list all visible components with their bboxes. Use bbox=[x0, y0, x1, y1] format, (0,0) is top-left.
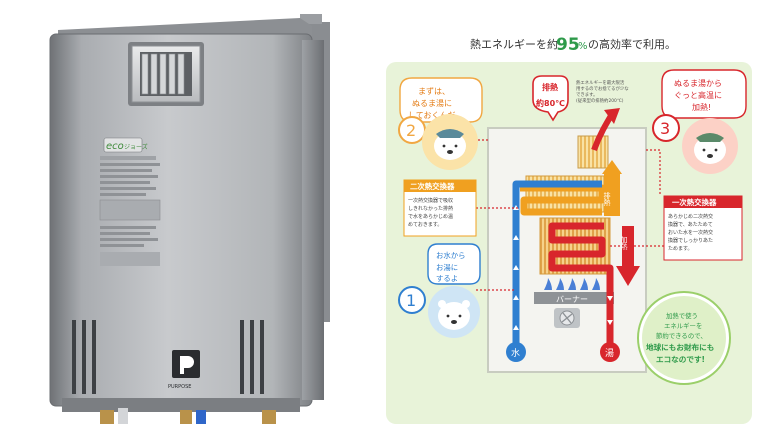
polar-bear-icon bbox=[438, 300, 470, 330]
exhaust-flow-arrow: 排熱 bbox=[602, 160, 622, 216]
polar-bear-icon bbox=[694, 133, 726, 164]
primary-hx-info: 一次熱交換器 あらかじめ二次熱交 換器で、あたためて おいた水を一次熱交 換器で… bbox=[663, 195, 743, 261]
headline: 熱エネルギーを約 95 % の高効率で利用。 bbox=[470, 35, 676, 55]
flame-icon bbox=[544, 278, 600, 290]
svg-text:おいた水を一次熱交: おいた水を一次熱交 bbox=[668, 229, 713, 236]
headline-value: 95 bbox=[556, 35, 580, 55]
svg-text:ためます。: ためます。 bbox=[668, 246, 693, 252]
svg-text:2: 2 bbox=[406, 121, 416, 140]
step-number-badge bbox=[398, 286, 426, 314]
svg-text:(従来型の排熱約200℃): (従来型の排熱約200℃) bbox=[576, 97, 624, 104]
headline-suffix: の高効率で利用。 bbox=[588, 37, 676, 51]
pipe-fittings bbox=[100, 408, 276, 424]
svg-text:eco: eco bbox=[106, 141, 124, 152]
fan-icon bbox=[554, 308, 580, 328]
svg-text:お水から: お水から bbox=[436, 251, 466, 260]
hot-water-outlet-badge bbox=[600, 342, 620, 362]
svg-text:お湯に: お湯に bbox=[436, 263, 458, 272]
svg-text:あらかじめ二次熱交: あらかじめ二次熱交 bbox=[668, 213, 713, 220]
svg-text:しておくんだ: しておくんだ bbox=[408, 111, 456, 120]
svg-text:加熱: 加熱 bbox=[620, 235, 628, 251]
svg-text:ぐっと高温に: ぐっと高温に bbox=[674, 90, 722, 100]
callout-connectors bbox=[470, 139, 664, 291]
svg-text:熱エネルギーを最大限活: 熱エネルギーを最大限活 bbox=[576, 79, 625, 86]
svg-text:で水をあらかじめ温: で水をあらかじめ温 bbox=[408, 213, 453, 220]
svg-text:PURPOSE: PURPOSE bbox=[168, 384, 191, 390]
exhaust-vent bbox=[128, 42, 204, 106]
svg-text:バーナー: バーナー bbox=[556, 295, 588, 304]
svg-text:しきれなかった排熱: しきれなかった排熱 bbox=[408, 205, 453, 212]
step-2: まずは、 ぬるま湯に しておくんだ 2 bbox=[398, 77, 483, 170]
eco-message: 加熱で使う エネルギーを 節約できるので、 地球にもお財布にも エコなのです! bbox=[637, 291, 731, 385]
secondary-hx-info: 二次熱交換器 一次熱交換器で吸収 しきれなかった排熱 で水をあらかじめ温 めてお… bbox=[403, 179, 477, 237]
svg-text:加熱で使う: 加熱で使う bbox=[666, 311, 698, 320]
svg-text:めておきます。: めておきます。 bbox=[408, 221, 442, 228]
eco-badge: eco ジョーズ bbox=[103, 137, 148, 153]
primary-heat-exchanger bbox=[539, 217, 611, 275]
svg-text:加熱!: 加熱! bbox=[692, 102, 711, 112]
svg-text:節約できるので、: 節約できるので、 bbox=[656, 331, 707, 340]
svg-text:換器でしっかりあた: 換器でしっかりあた bbox=[668, 237, 713, 244]
svg-text:水: 水 bbox=[511, 347, 520, 359]
exhaust-label: 排熱 bbox=[542, 82, 558, 92]
exhaust-callout: 排熱 約80℃ 熱エネルギーを最大限活 用するのでお捨てるが少な できます。 (… bbox=[532, 75, 629, 122]
bottom-vents bbox=[72, 320, 264, 394]
step-number-badge bbox=[652, 114, 680, 142]
svg-text:エネルギーを: エネルギーを bbox=[664, 322, 702, 330]
svg-text:3: 3 bbox=[660, 119, 670, 138]
svg-text:ぬるま湯から: ぬるま湯から bbox=[674, 78, 722, 88]
exhaust-outlet bbox=[577, 108, 620, 169]
hot-water-pipe: 湯 bbox=[600, 264, 620, 362]
product-unit: eco ジョーズ bbox=[49, 14, 330, 424]
svg-text:湯: 湯 bbox=[605, 348, 614, 359]
svg-text:地球にもお財布にも: 地球にもお財布にも bbox=[646, 342, 714, 352]
svg-text:するよ: するよ bbox=[436, 274, 458, 283]
svg-text:1: 1 bbox=[406, 291, 416, 310]
svg-text:換器で、あたためて: 換器で、あたためて bbox=[668, 221, 713, 228]
step-1: お水から お湯に するよ 1 bbox=[398, 243, 481, 338]
svg-text:まずは、: まずは、 bbox=[418, 86, 450, 96]
svg-text:ぬるま湯に: ぬるま湯に bbox=[412, 98, 452, 108]
burner: バーナー bbox=[534, 278, 614, 304]
water-pipe: 水 bbox=[506, 180, 602, 362]
headline-prefix: 熱エネルギーを約 bbox=[470, 37, 558, 51]
brand-logo: PURPOSE bbox=[168, 350, 200, 390]
svg-text:用するのでお捨てるが少な: 用するのでお捨てるが少な bbox=[576, 85, 629, 92]
svg-text:できます。: できます。 bbox=[576, 91, 598, 98]
headline-unit: % bbox=[578, 41, 588, 52]
exhaust-temp: 約80℃ bbox=[536, 98, 565, 108]
step-3: ぬるま湯から ぐっと高温に 加熱! 3 bbox=[652, 69, 747, 174]
svg-text:一次熱交換器: 一次熱交換器 bbox=[672, 198, 717, 207]
polar-bear-icon bbox=[434, 129, 466, 160]
svg-text:ジョーズ: ジョーズ bbox=[124, 143, 148, 151]
svg-text:一次熱交換器で吸収: 一次熱交換器で吸収 bbox=[408, 197, 453, 204]
svg-text:エコなのです!: エコなのです! bbox=[656, 355, 705, 364]
svg-text:二次熱交換器: 二次熱交換器 bbox=[410, 182, 455, 191]
svg-text:排熱: 排熱 bbox=[603, 191, 611, 207]
water-inlet-badge bbox=[506, 342, 526, 362]
spec-label bbox=[99, 156, 161, 266]
